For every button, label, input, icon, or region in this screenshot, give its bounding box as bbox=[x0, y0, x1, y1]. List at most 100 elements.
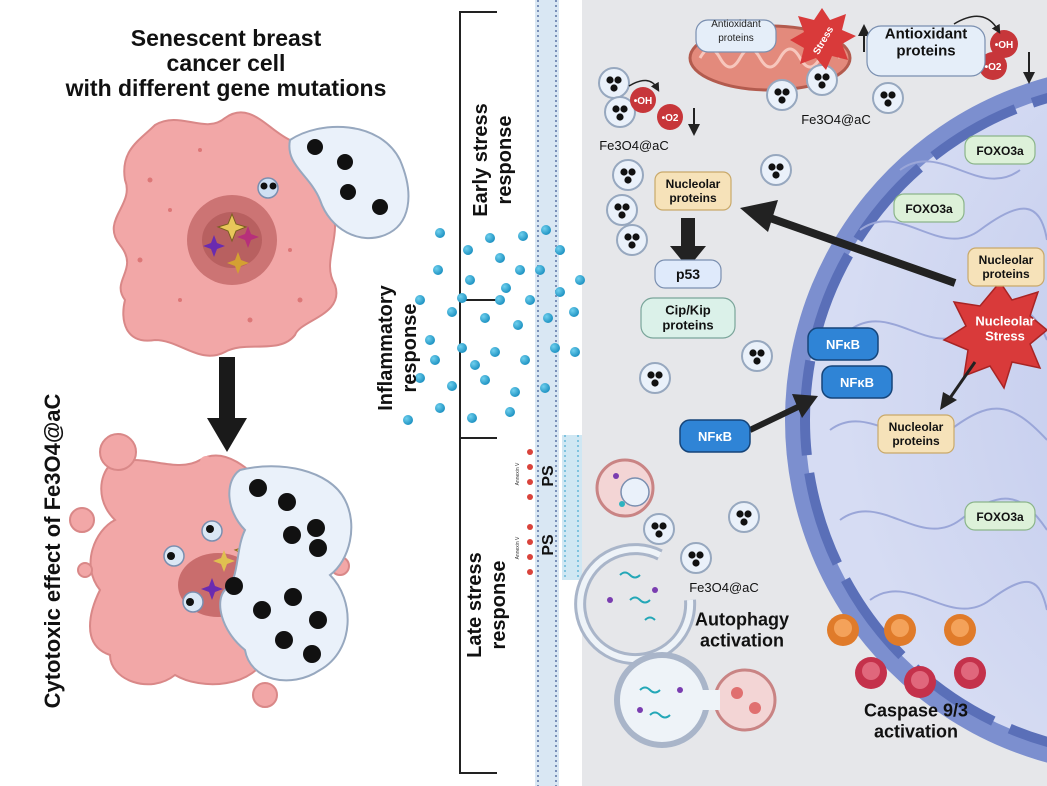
nanoparticle bbox=[614, 76, 622, 84]
nanoparticle bbox=[774, 88, 782, 96]
title-line-2: cancer cell bbox=[167, 50, 286, 76]
nanoparticle bbox=[655, 530, 663, 538]
nucleolar-stress-burst bbox=[942, 280, 1047, 390]
foxo3a-box-1 bbox=[964, 135, 1036, 165]
cytokine-dot bbox=[518, 231, 528, 241]
nanoparticle bbox=[655, 371, 663, 379]
nanoparticle-vesicle bbox=[606, 194, 638, 226]
cytokine-dot bbox=[575, 275, 585, 285]
ps-label-1: PS bbox=[540, 465, 557, 487]
cytokine-dot bbox=[569, 307, 579, 317]
nanoparticle bbox=[612, 105, 620, 113]
autophagosome-top bbox=[595, 458, 655, 518]
cytokine-dot bbox=[520, 355, 530, 365]
stress-burst bbox=[790, 8, 856, 70]
cytokine-dot bbox=[415, 373, 425, 383]
cytokine-dot bbox=[435, 228, 445, 238]
nanoparticle-vesicle bbox=[612, 159, 644, 191]
title-line-3: with different gene mutations bbox=[65, 75, 387, 101]
foxo3a-box-3 bbox=[964, 501, 1036, 531]
cytotoxic-label: Cytotoxic effect of Fe3O4@aC bbox=[40, 393, 65, 708]
cytokine-dot bbox=[430, 355, 440, 365]
nanoparticle bbox=[772, 171, 780, 179]
nanoparticle bbox=[884, 99, 892, 107]
cytokine-dot bbox=[415, 295, 425, 305]
nanoparticle bbox=[606, 76, 614, 84]
nanoparticle bbox=[651, 379, 659, 387]
nanoparticle-vesicle bbox=[741, 340, 773, 372]
nanoparticle bbox=[744, 510, 752, 518]
nanoparticle bbox=[768, 163, 776, 171]
nanoparticle bbox=[778, 96, 786, 104]
response-bracket bbox=[459, 11, 497, 774]
cytokine-dot bbox=[465, 275, 475, 285]
inflammatory-label-2: response bbox=[399, 304, 421, 393]
late-label-2: response bbox=[488, 561, 510, 650]
nanoparticle bbox=[749, 349, 757, 357]
cytokine-dot bbox=[447, 307, 457, 317]
nanoparticle bbox=[622, 203, 630, 211]
nanoparticle bbox=[620, 105, 628, 113]
nanoparticle-vesicle bbox=[806, 64, 838, 96]
nanoparticle bbox=[814, 73, 822, 81]
annexin-label-1: Annexin V bbox=[515, 462, 521, 485]
nanoparticle bbox=[610, 84, 618, 92]
nanoparticle bbox=[696, 551, 704, 559]
senescent-cell bbox=[112, 111, 338, 357]
cytokine-dot bbox=[515, 265, 525, 275]
cytokine-dot bbox=[541, 225, 551, 235]
nucleolar-box-3 bbox=[877, 414, 955, 454]
nucleolar-box-1 bbox=[654, 171, 732, 211]
nanoparticle bbox=[740, 518, 748, 526]
fe-label-3: Fe3O4@aC bbox=[689, 580, 759, 595]
nanoparticle-vesicle bbox=[604, 96, 636, 128]
nanoparticle-vesicle-bottom bbox=[219, 465, 353, 682]
p53-text: p53 bbox=[676, 266, 700, 282]
foxo3a-text-2: FOXO3a bbox=[905, 202, 953, 216]
cytokine-dot bbox=[550, 343, 560, 353]
cytokine-dot bbox=[457, 293, 467, 303]
cytokine-dot bbox=[485, 233, 495, 243]
nanoparticle bbox=[692, 559, 700, 567]
nanoparticle bbox=[757, 349, 765, 357]
fe-label-1: Fe3O4@aC bbox=[599, 138, 669, 153]
nanoparticle-vesicle bbox=[643, 513, 675, 545]
cytokine-dot bbox=[403, 415, 413, 425]
cytokine-dot bbox=[447, 381, 457, 391]
cytokine-dot bbox=[555, 287, 565, 297]
nanoparticle bbox=[888, 91, 896, 99]
nanoparticle-vesicle-top bbox=[257, 125, 410, 240]
nfkb-text-3: NFκB bbox=[698, 429, 732, 444]
nanoparticle bbox=[688, 551, 696, 559]
cytokine-dot bbox=[433, 265, 443, 275]
cytokine-dot bbox=[435, 403, 445, 413]
nanoparticle bbox=[782, 88, 790, 96]
ps-label-2: PS bbox=[540, 534, 557, 556]
cytokine-dot bbox=[425, 335, 435, 345]
nanoparticle bbox=[632, 233, 640, 241]
fe-label-2: Fe3O4@aC bbox=[801, 112, 871, 127]
cytokine-dot bbox=[495, 295, 505, 305]
foxo3a-box-2 bbox=[893, 193, 965, 223]
nanoparticle-vesicle bbox=[760, 154, 792, 186]
nanoparticle-vesicle bbox=[872, 82, 904, 114]
nanoparticle bbox=[624, 176, 632, 184]
antioxidant-small-box bbox=[695, 19, 777, 53]
nfkb-text-2: NFκB bbox=[840, 375, 874, 390]
arrows bbox=[670, 200, 977, 433]
title-line-1: Senescent breast bbox=[131, 25, 322, 51]
nanoparticle bbox=[647, 371, 655, 379]
o2-right: •O2 bbox=[985, 62, 1002, 73]
nanoparticle bbox=[880, 91, 888, 99]
late-label-1: Late stress bbox=[464, 552, 486, 658]
